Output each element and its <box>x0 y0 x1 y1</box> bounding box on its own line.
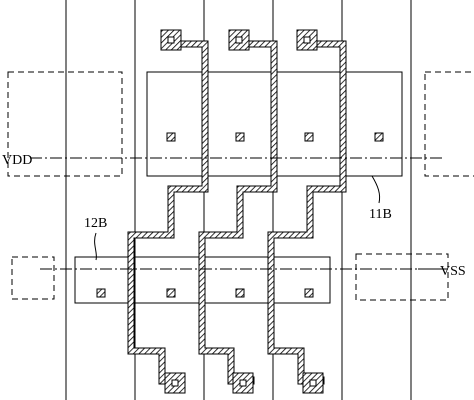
contact-11b <box>304 132 314 142</box>
gate-wires <box>127 40 347 385</box>
pad-contact <box>167 36 175 44</box>
leader-12b <box>94 232 97 261</box>
contact-12b <box>304 288 314 298</box>
region-12b-label: 12B <box>84 216 107 231</box>
dashed-cells <box>7 71 474 301</box>
contact-11b <box>374 132 384 142</box>
pad-contact <box>235 36 243 44</box>
leader-lines <box>94 175 448 270</box>
dashed-cell-bottom-left <box>11 256 55 300</box>
pad-contact <box>239 379 247 387</box>
gate-wire-1 <box>127 40 209 385</box>
pad-contacts <box>167 36 317 387</box>
supply-lines <box>30 157 442 270</box>
dashed-cell-top-left <box>7 71 123 177</box>
contact-12b <box>235 288 245 298</box>
contact-12b <box>166 288 176 298</box>
diffusion-contacts <box>96 132 384 298</box>
pad-contact <box>303 36 311 44</box>
pad-contact <box>171 379 179 387</box>
gate-wire-3 <box>267 40 347 385</box>
vss-label: VSS <box>440 264 466 279</box>
gate-pads <box>160 29 324 394</box>
pad-contact <box>309 379 317 387</box>
contact-12b <box>96 288 106 298</box>
leader-11b <box>371 175 381 204</box>
contact-11b <box>166 132 176 142</box>
gate-wire-2 <box>198 40 278 385</box>
dashed-cell-bottom-right <box>355 253 449 301</box>
region-11b-label: 11B <box>369 207 392 222</box>
vdd-label: VDD <box>2 153 32 168</box>
contact-11b <box>235 132 245 142</box>
dashed-cell-top-right <box>424 71 474 177</box>
